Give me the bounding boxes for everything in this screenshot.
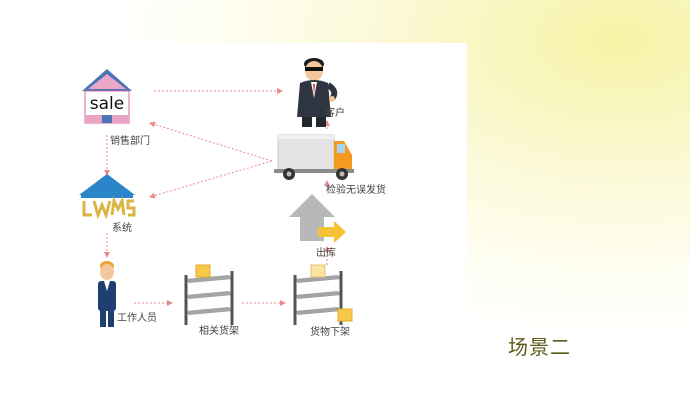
diagram-panel: sale <box>42 43 467 344</box>
customer-businessman-icon <box>297 58 338 127</box>
delivery-truck-icon <box>274 134 354 180</box>
goods-off-shelf-icon <box>293 264 353 325</box>
wms-logo-icon <box>79 174 136 220</box>
truck-label: 检验无误发货 <box>326 185 386 196</box>
related-shelf-icon <box>184 264 234 325</box>
worker-label: 工作人员 <box>117 313 157 324</box>
sales-dept-label: 销售部门 <box>110 136 150 147</box>
sale-building-icon: sale <box>82 69 132 124</box>
outbound-arrow-icon <box>289 194 346 243</box>
connector-lines <box>104 88 330 306</box>
worker-icon <box>98 261 116 327</box>
goods-off-shelf-label: 货物下架 <box>310 327 350 338</box>
customer-label: 客户 <box>325 108 345 119</box>
scene-title: 场景二 <box>508 335 571 359</box>
diagram-canvas: sale <box>79 58 354 327</box>
arrow-truck-to-sales <box>149 121 273 162</box>
related-shelf-label: 相关货架 <box>199 326 239 337</box>
outbound-label: 出库 <box>316 248 336 259</box>
arrow-truck-to-system <box>149 160 273 199</box>
sale-text: sale <box>90 94 124 114</box>
system-label: 系统 <box>112 223 132 234</box>
